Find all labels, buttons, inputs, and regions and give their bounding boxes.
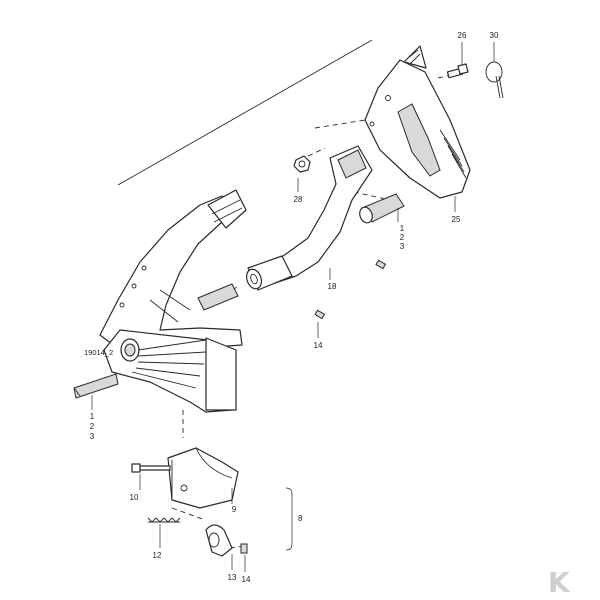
callout-3-lower: 3 xyxy=(90,432,95,441)
small-pin-right xyxy=(375,259,387,270)
callout-13: 13 xyxy=(228,573,237,582)
roll-pin-part-14-upper xyxy=(314,309,326,320)
callout-9: 9 xyxy=(232,505,237,514)
callout-14-upper: 14 xyxy=(314,341,323,350)
bracket-frame xyxy=(99,189,247,413)
callout-labels: 26 30 28 25 1 2 3 18 14 19014_2 1 2 3 10… xyxy=(84,31,499,584)
bolt-part-26 xyxy=(446,63,469,79)
spring-part-12 xyxy=(147,517,181,523)
clip-pin-part-30 xyxy=(485,61,504,99)
callout-12: 12 xyxy=(153,551,162,560)
watermark-logo: K xyxy=(548,566,571,599)
guide-line xyxy=(117,39,373,186)
callout-8: 8 xyxy=(298,514,303,523)
callout-26: 26 xyxy=(458,31,467,40)
callout-28: 28 xyxy=(294,195,303,204)
callout-30: 30 xyxy=(490,31,499,40)
callout-14-lower: 14 xyxy=(242,575,251,584)
bolt-part-10 xyxy=(131,463,171,473)
roll-pin-part-14-lower xyxy=(240,543,248,554)
callout-2-lower: 2 xyxy=(90,422,95,431)
pedal-lever-part-18 xyxy=(245,145,373,291)
saddle-block-part-9 xyxy=(167,447,239,509)
bar-lower-part-1-2-3 xyxy=(73,373,119,399)
callout-2-upper: 2 xyxy=(400,233,405,242)
callout-8-bracket xyxy=(285,487,293,551)
callout-1-upper: 1 xyxy=(400,224,405,233)
drawing-code: 19014_2 xyxy=(84,348,113,357)
callout-3-upper: 3 xyxy=(400,242,405,251)
callout-10: 10 xyxy=(130,493,139,502)
leader-lines xyxy=(91,42,495,572)
callout-25: 25 xyxy=(452,215,461,224)
nut-part-28 xyxy=(293,155,311,173)
cover-housing-part-25 xyxy=(364,45,471,199)
callout-18: 18 xyxy=(328,282,337,291)
bushing-upper-part-1-2-3 xyxy=(359,193,405,224)
watermark-letter: K xyxy=(548,566,571,599)
clamp-part-13 xyxy=(205,524,233,557)
callout-1-lower: 1 xyxy=(90,412,95,421)
